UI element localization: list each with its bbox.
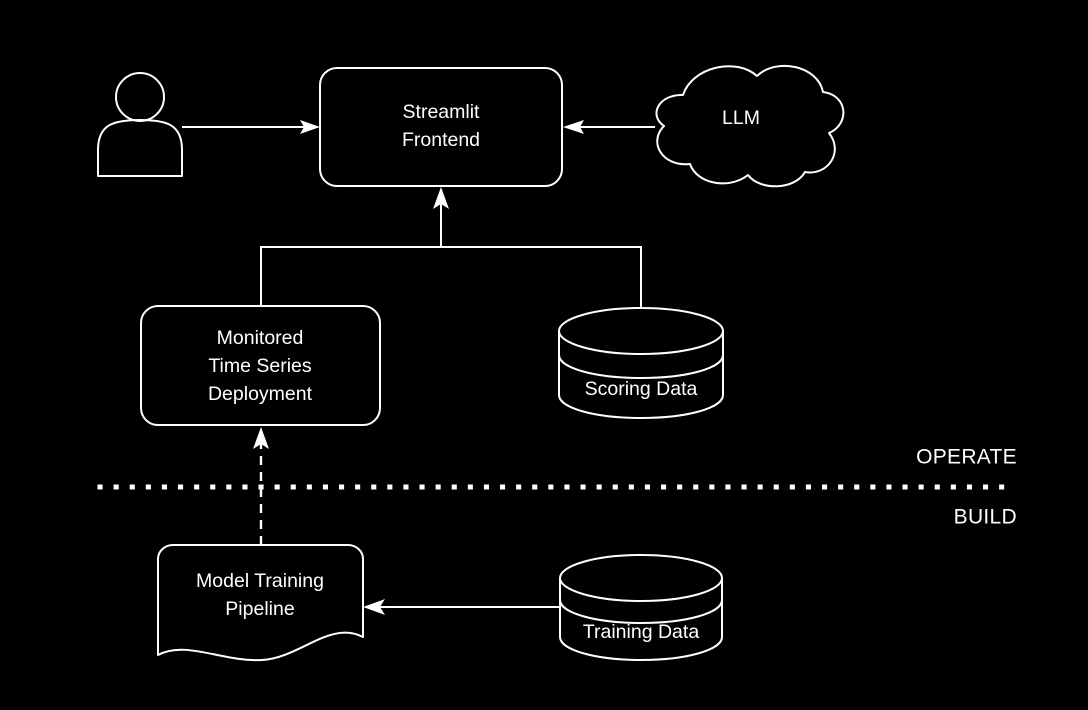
deployment-label-line2: Time Series bbox=[208, 355, 312, 377]
scoring-data-label: Scoring Data bbox=[585, 378, 698, 400]
edge-training-pipeline-to-deployment bbox=[253, 427, 269, 545]
actor-user[interactable] bbox=[97, 72, 183, 177]
edge-actor-to-streamlit bbox=[182, 120, 320, 134]
scoring-data-cylinder-body bbox=[558, 330, 724, 419]
training-data-store[interactable]: Training Data bbox=[559, 554, 723, 661]
deployment-label-line3: Deployment bbox=[208, 383, 313, 405]
zone-label-operate: OPERATE bbox=[916, 446, 1017, 469]
monitored-time-series-deployment[interactable]: Monitored Time Series Deployment bbox=[140, 305, 381, 426]
streamlit-frontend-label-line2: Frontend bbox=[402, 129, 480, 151]
training-data-cylinder-band bbox=[559, 599, 723, 624]
arrow-head-left-icon bbox=[363, 599, 385, 615]
training-data-cylinder-top bbox=[559, 554, 723, 602]
llm-label: LLM bbox=[722, 107, 760, 129]
deployment-box bbox=[140, 305, 381, 426]
streamlit-frontend-box bbox=[319, 67, 563, 187]
training-data-cylinder-body bbox=[559, 577, 723, 661]
arrow-head-up-icon bbox=[253, 427, 269, 449]
arrow-head-up-icon bbox=[433, 187, 449, 209]
model-training-pipeline[interactable]: Model Training Pipeline bbox=[157, 544, 364, 662]
training-pipeline-label-line2: Pipeline bbox=[225, 598, 294, 620]
deployment-label-line1: Monitored bbox=[217, 327, 304, 349]
training-pipeline-label-line1: Model Training bbox=[196, 570, 324, 592]
zone-label-build: BUILD bbox=[954, 506, 1017, 529]
edge-training-data-to-pipeline bbox=[363, 599, 560, 615]
streamlit-frontend-label-line1: Streamlit bbox=[403, 101, 481, 123]
llm-cloud-shape bbox=[655, 64, 845, 188]
training-pipeline-document-shape bbox=[157, 544, 364, 662]
llm-cloud[interactable]: LLM bbox=[655, 64, 845, 188]
actor-body-icon bbox=[97, 119, 183, 177]
edge-bus-to-streamlit bbox=[260, 187, 642, 308]
edge-bus-path bbox=[260, 246, 642, 308]
actor-head-icon bbox=[115, 72, 165, 122]
streamlit-frontend[interactable]: Streamlit Frontend bbox=[319, 67, 563, 187]
arrow-head-left-icon bbox=[563, 120, 584, 134]
scoring-data-cylinder-band bbox=[558, 354, 724, 379]
edge-llm-to-streamlit bbox=[563, 120, 655, 134]
scoring-data-store[interactable]: Scoring Data bbox=[558, 307, 724, 419]
arrow-head-right-icon bbox=[300, 120, 320, 134]
training-data-label: Training Data bbox=[583, 621, 699, 643]
scoring-data-cylinder-top bbox=[558, 307, 724, 355]
